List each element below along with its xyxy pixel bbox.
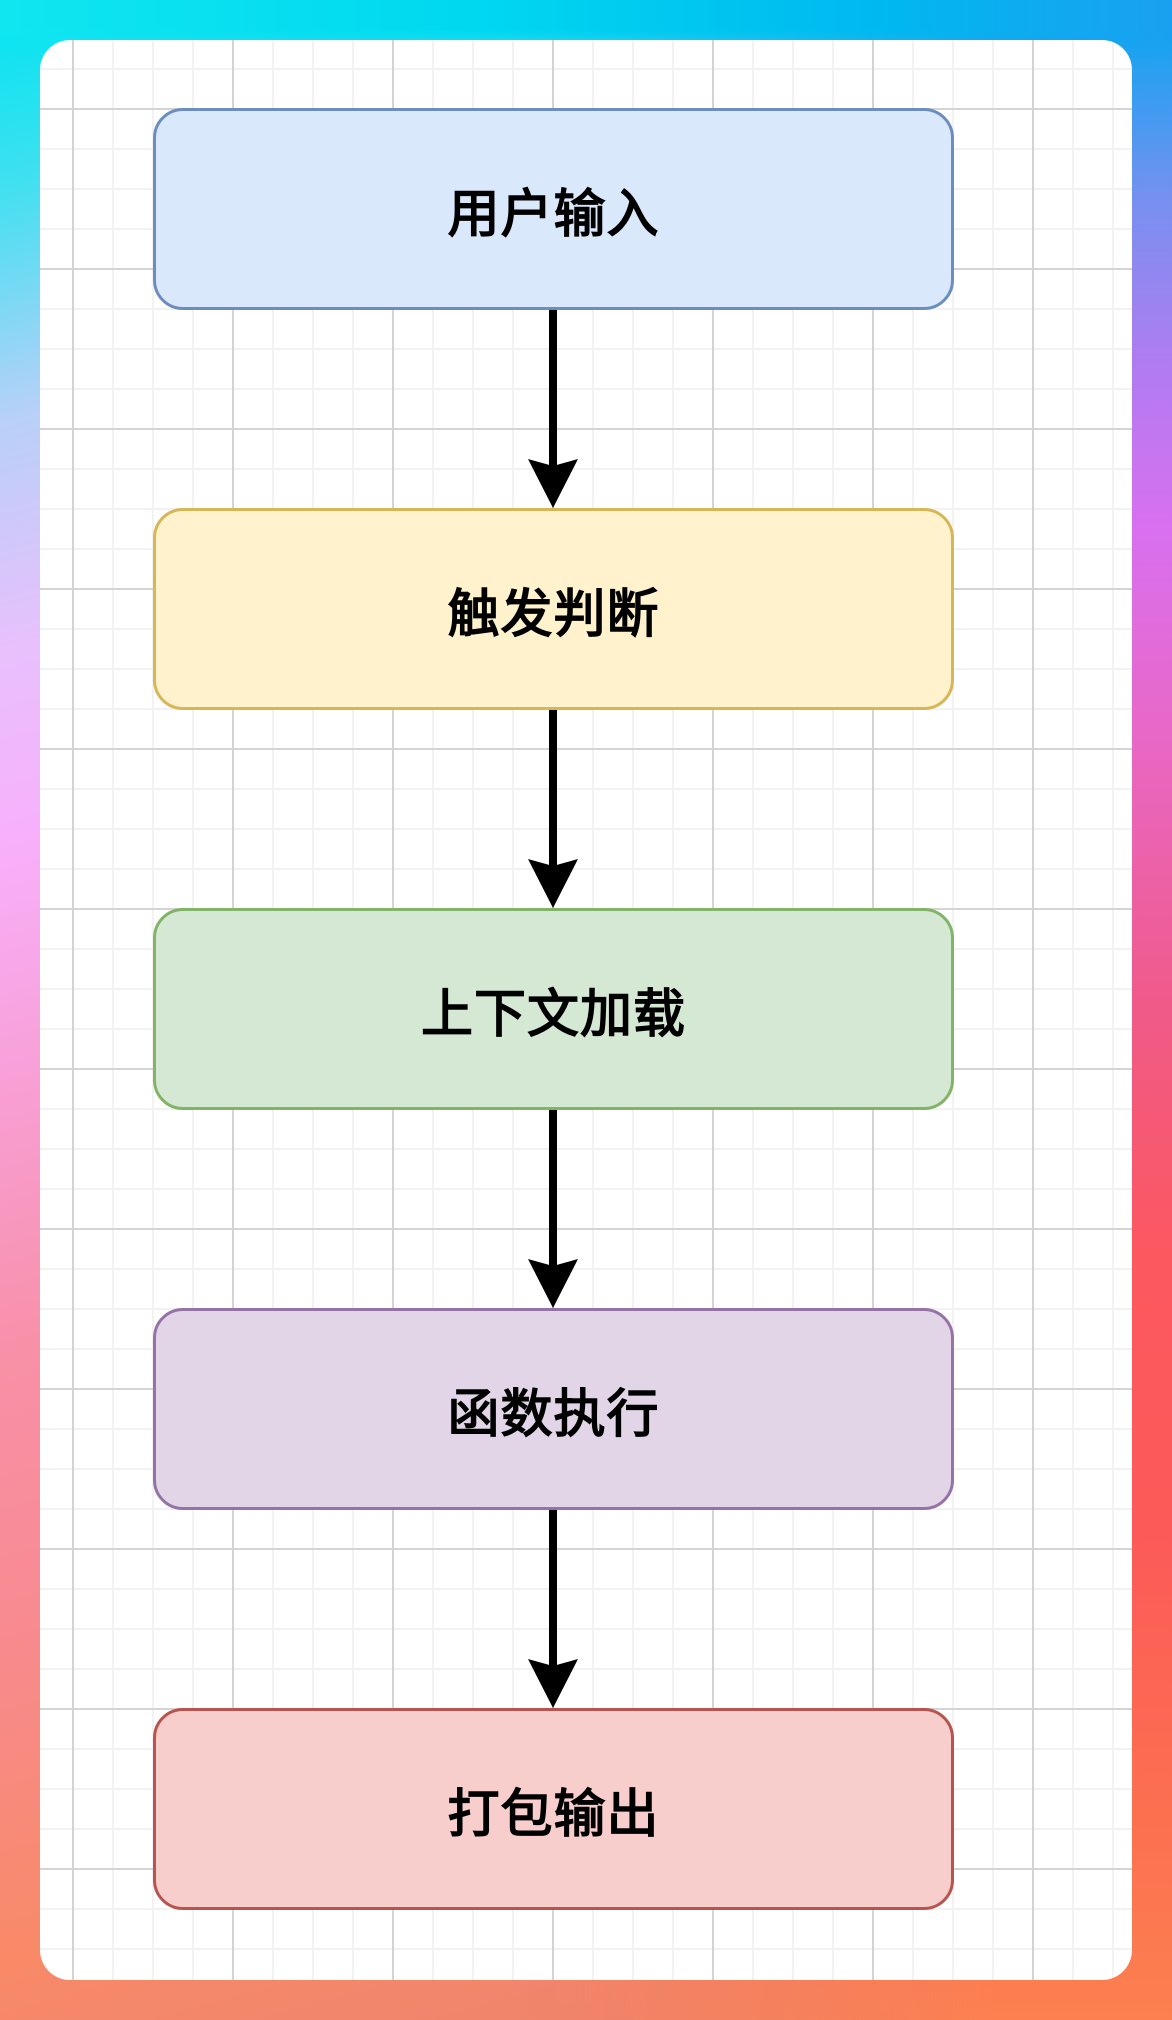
node-label: 触发判断 xyxy=(447,584,660,645)
node-user-input[interactable]: 用户输入 xyxy=(153,108,954,310)
node-function-execution[interactable]: 函数执行 xyxy=(153,1308,954,1510)
node-label: 打包输出 xyxy=(447,1784,660,1845)
node-context-loading[interactable]: 上下文加载 xyxy=(153,908,954,1110)
node-package-output[interactable]: 打包输出 xyxy=(153,1708,954,1910)
node-label: 用户输入 xyxy=(447,184,660,245)
node-label: 上下文加载 xyxy=(420,984,686,1045)
node-trigger-check[interactable]: 触发判断 xyxy=(153,508,954,710)
node-label: 函数执行 xyxy=(447,1384,660,1445)
